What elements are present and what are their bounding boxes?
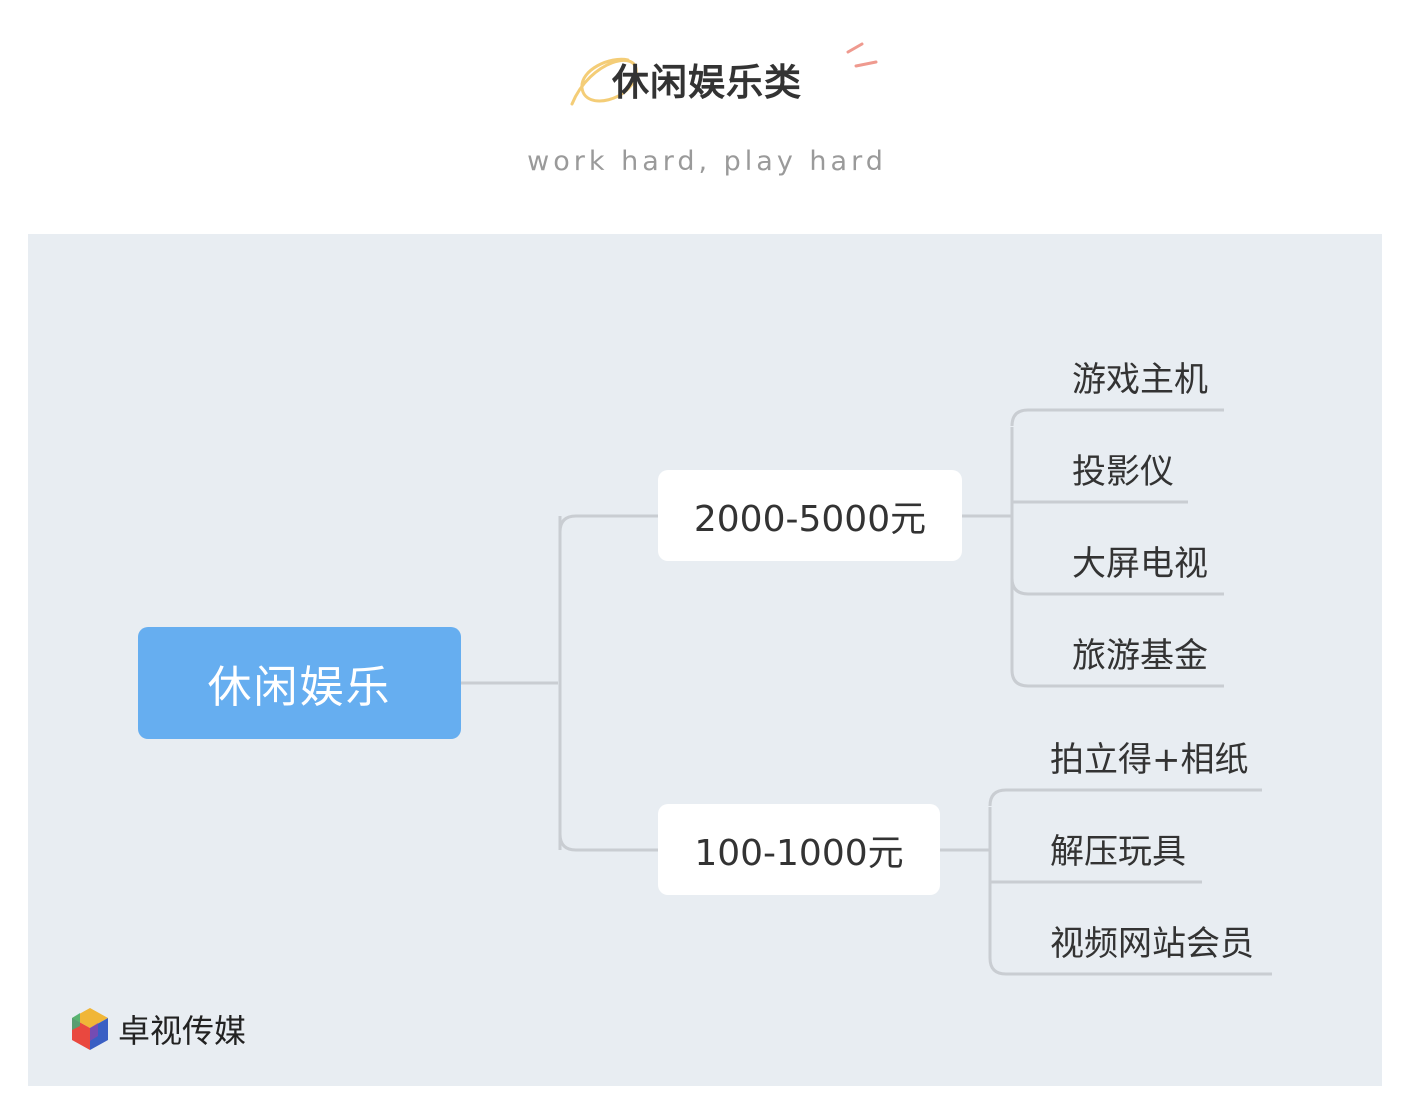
branch-node-2000-5000: 2000-5000元 — [658, 470, 962, 561]
connector-root-branch-2 — [558, 833, 658, 852]
leaf-travel-fund: 旅游基金 — [1072, 636, 1208, 676]
leaf-stress-toys: 解压玩具 — [1050, 832, 1186, 872]
mindmap-panel: 休闲娱乐 2000-5000元 100-1000元 游戏主机 投影仪 大屏电视 … — [28, 234, 1382, 1086]
branch-node-100-1000: 100-1000元 — [658, 804, 940, 895]
brand-logo: 卓视传媒 — [70, 1006, 246, 1052]
title-decoration — [570, 42, 878, 106]
connector-branch-2-stem — [940, 807, 992, 958]
mindmap-connectors — [461, 408, 1272, 976]
leaf-projector: 投影仪 — [1072, 452, 1174, 492]
swirl-decoration-icon — [570, 57, 638, 106]
connector-leaf-7 — [988, 957, 1272, 976]
root-node: 休闲娱乐 — [138, 627, 461, 739]
page-subtitle: work hard, play hard — [527, 146, 887, 177]
connector-leaf-1 — [1010, 408, 1224, 427]
brand-name: 卓视传媒 — [118, 1012, 247, 1050]
connector-leaf-3 — [1010, 577, 1224, 596]
leaf-game-console: 游戏主机 — [1072, 360, 1208, 400]
connector-leaf-5 — [988, 788, 1262, 807]
cube-logo-icon — [72, 1008, 108, 1050]
sparkle-decoration-icon — [846, 42, 878, 68]
page-title: 休闲娱乐类 — [612, 61, 802, 104]
connector-root-to-branches — [461, 516, 562, 850]
connector-root-branch-1 — [558, 514, 658, 533]
leaf-instant-camera: 拍立得+相纸 — [1050, 740, 1249, 780]
connector-leaf-4 — [1010, 669, 1224, 688]
leaf-video-membership: 视频网站会员 — [1050, 924, 1254, 964]
connector-branch-1-stem — [962, 427, 1014, 670]
header: 休闲娱乐类 work hard, play hard — [0, 0, 1414, 234]
leaf-big-screen-tv: 大屏电视 — [1072, 544, 1208, 584]
